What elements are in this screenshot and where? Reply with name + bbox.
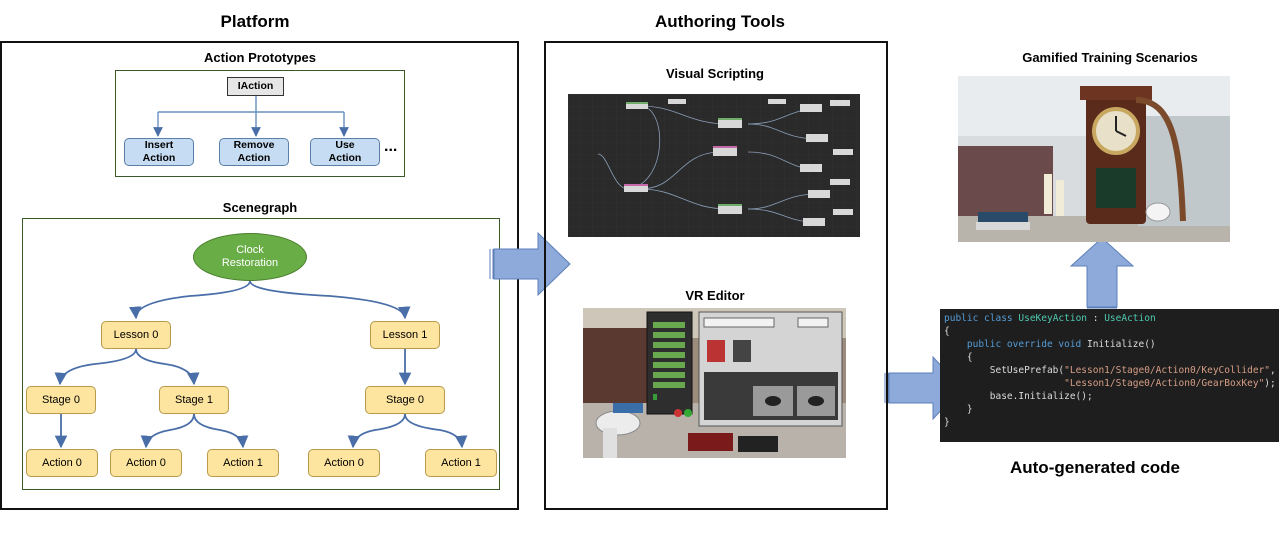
code-line-1: public class UseKeyAction : UseAction (944, 312, 1275, 325)
authoring-frame (544, 41, 888, 510)
code-line-3: public override void Initialize() (944, 338, 1275, 351)
code-brace: { (966, 352, 973, 363)
code-brace: { (944, 326, 950, 337)
action1b-node: Action 1 (425, 449, 497, 477)
stage0b-node: Stage 0 (365, 386, 445, 414)
visual-scripting-image (568, 94, 860, 237)
code-keyword: public class (944, 313, 1013, 324)
code-string: "Lesson1/Stage0/Action0/GearBoxKey" (1064, 378, 1265, 389)
link-stage0b-action1 (404, 413, 468, 449)
code-call-end: ); (1264, 378, 1276, 389)
link-stage0b-action0 (347, 413, 406, 449)
vr-editor-image (583, 308, 846, 458)
proto-branch-line (158, 96, 344, 113)
authoring-tools-heading: Authoring Tools (655, 12, 785, 31)
code-brace: } (966, 404, 973, 415)
link-stage1-action0 (140, 413, 195, 449)
code-line-9: } (944, 416, 1275, 429)
action1-node: Action 1 (207, 449, 279, 477)
gamified-heading: Gamified Training Scenarios (1022, 50, 1198, 65)
code-line-5: SetUsePrefab("Lesson1/Stage0/Action0/Key… (944, 364, 1276, 377)
arrow-stripes-1 (489, 249, 494, 279)
link-root-lesson0 (129, 280, 251, 320)
stage0-node: Stage 0 (26, 386, 96, 414)
clock-restoration-node: Clock Restoration (193, 233, 307, 281)
more-ellipsis: ... (384, 138, 398, 155)
code-brace: } (944, 417, 950, 428)
code-line-7: base.Initialize(); (944, 390, 1275, 403)
remove-action-node: Remove Action (219, 138, 289, 166)
action0c-node: Action 0 (308, 449, 380, 477)
vr-editor-title: VR Editor (685, 288, 745, 303)
lesson1-node: Lesson 1 (370, 321, 440, 349)
use-action-node: Use Action (310, 138, 380, 166)
scenegraph-title: Scenegraph (222, 200, 298, 215)
code-base-call: base.Initialize(); (989, 391, 1093, 402)
action-prototypes-box (115, 70, 405, 177)
stage1-node: Stage 1 (159, 386, 229, 414)
gamified-scenario-image (958, 76, 1230, 242)
vr-scene-picture (583, 308, 846, 458)
code-string: "Lesson1/Stage0/Action0/KeyCollider" (1064, 365, 1271, 376)
code-class-name: UseKeyAction (1018, 313, 1088, 324)
platform-heading: Platform (220, 12, 290, 31)
action-prototypes-title: Action Prototypes (204, 50, 316, 65)
code-separator: : (1087, 313, 1105, 324)
code-keyword: public override void (966, 339, 1082, 350)
code-line-6: "Lesson1/Stage0/Action0/GearBoxKey"); (944, 377, 1276, 390)
arrow-platform-to-tools (493, 231, 571, 297)
link-stage1-action1 (193, 413, 249, 449)
auto-code-heading: Auto-generated code (1009, 458, 1181, 477)
action0b-node: Action 0 (110, 449, 182, 477)
code-base-class: UseAction (1104, 313, 1156, 324)
link-root-lesson1 (249, 280, 411, 320)
code-comma: , (1270, 365, 1276, 376)
clock-scene-picture (958, 76, 1230, 242)
lesson0-node: Lesson 0 (101, 321, 171, 349)
code-line-4: { (944, 351, 1275, 364)
insert-action-node: Insert Action (124, 138, 194, 166)
action0-node: Action 0 (26, 449, 98, 477)
scenegraph-box (22, 218, 500, 490)
link-lesson0-stage1 (135, 348, 200, 386)
arrow-code-to-scenarios (1069, 237, 1135, 308)
code-call: SetUsePrefab( (989, 365, 1065, 376)
visual-scripting-title: Visual Scripting (665, 66, 764, 81)
node-graph-picture (568, 94, 860, 237)
iaction-node: IAction (227, 77, 284, 96)
code-line-8: } (944, 403, 1275, 416)
link-lesson0-stage0 (54, 348, 137, 386)
code-method: Initialize() (1081, 339, 1156, 350)
arrow-stripes-2 (884, 373, 889, 403)
code-line-2: { (944, 325, 1275, 338)
auto-generated-code-block: public class UseKeyAction : UseAction { … (940, 309, 1279, 442)
